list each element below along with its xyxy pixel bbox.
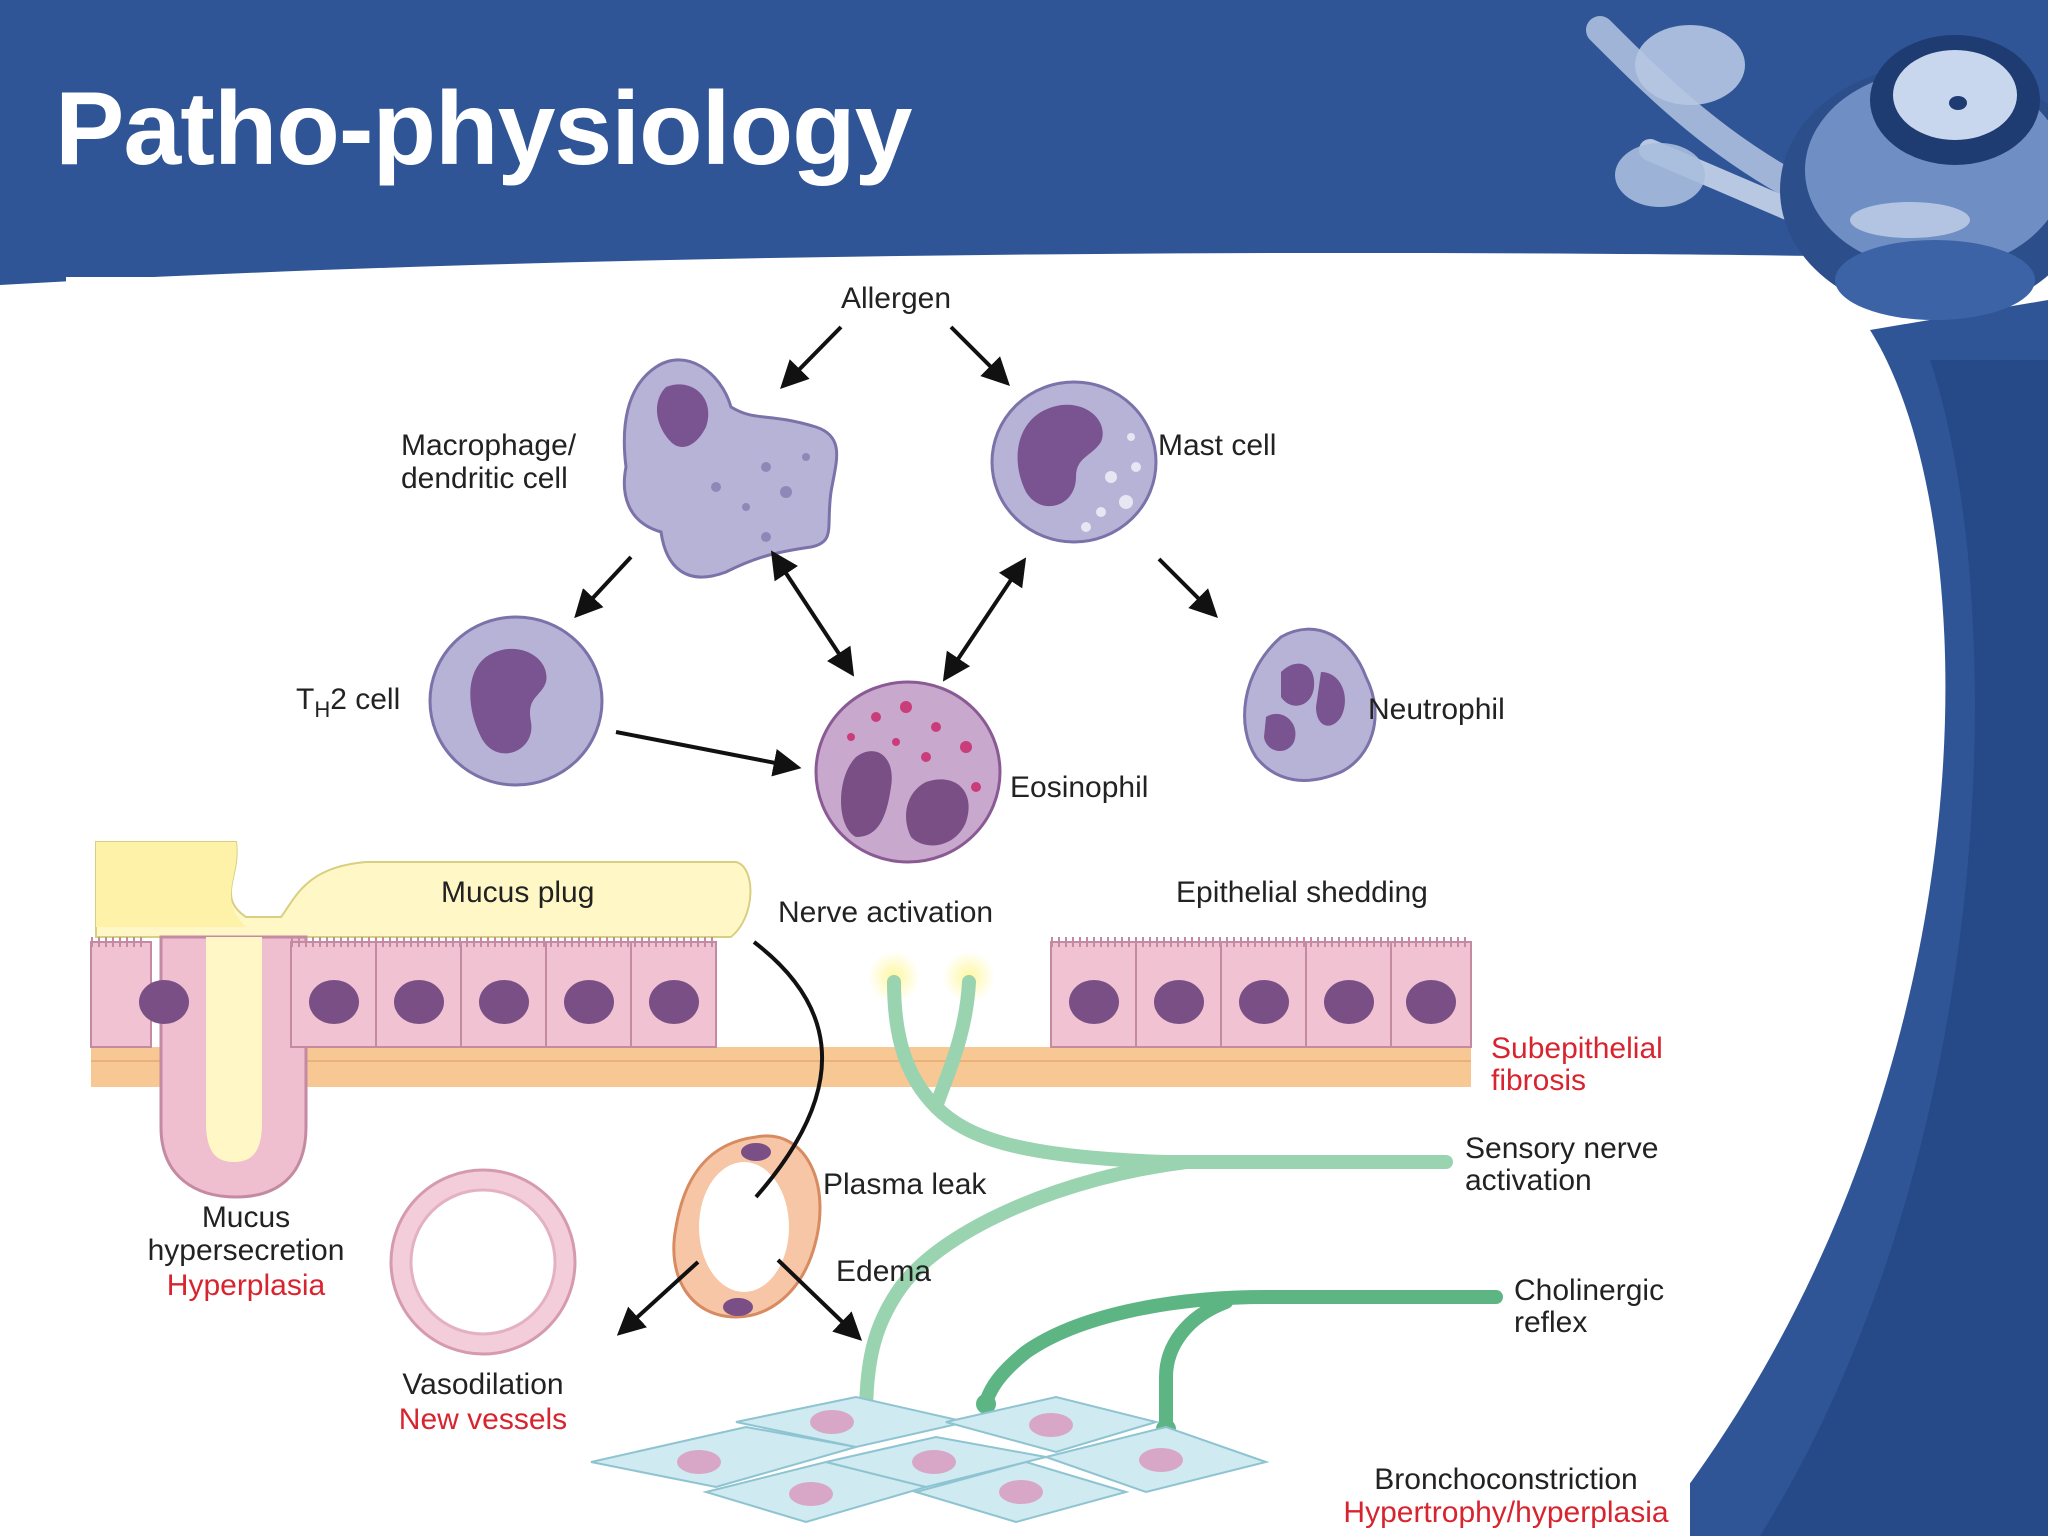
label-eosinophil: Eosinophil	[1010, 771, 1148, 804]
label-new-vessels: New vessels	[399, 1403, 567, 1436]
label-epithelial-shedding: Epithelial shedding	[1176, 876, 1428, 909]
cell-arrows	[574, 325, 1218, 777]
blood-vessel	[389, 1168, 577, 1356]
smooth-muscle-cells	[590, 1395, 1270, 1524]
label-vasodilation: Vasodilation	[402, 1368, 563, 1401]
label-sensory-nerve-2: activation	[1465, 1164, 1592, 1197]
airway-wall	[90, 841, 1503, 1524]
leaky-capillary	[672, 1134, 822, 1319]
label-bronchoconstriction: Bronchoconstriction	[1374, 1463, 1637, 1496]
label-mast-cell: Mast cell	[1158, 429, 1276, 462]
slide-title: Patho-physiology	[55, 71, 912, 187]
label-nerve-activation: Nerve activation	[778, 896, 993, 929]
stethoscope-icon	[1586, 16, 2048, 320]
macrophage-cell	[622, 358, 839, 579]
epithelium-right	[1050, 937, 1472, 1048]
label-mucus-1: Mucus	[202, 1201, 290, 1234]
label-plasma-leak: Plasma leak	[823, 1168, 987, 1201]
label-neutrophil: Neutrophil	[1368, 693, 1505, 726]
eosinophil-cell	[814, 680, 1002, 864]
label-cholinergic-1: Cholinergic	[1514, 1274, 1664, 1307]
label-sensory-nerve-1: Sensory nerve	[1465, 1132, 1658, 1165]
asthma-pathophysiology-figure: Allergen Macrophage/ dendritic cell Mast…	[66, 277, 1690, 1536]
label-mucus-plug: Mucus plug	[441, 876, 594, 909]
label-mucus-2: hypersecretion	[148, 1234, 345, 1267]
label-th2-cell: TH2 cell	[296, 683, 400, 722]
label-subepithelial-fibrosis-1: Subepithelial	[1491, 1032, 1663, 1065]
label-subepithelial-fibrosis-2: fibrosis	[1491, 1064, 1586, 1097]
th2-cell	[428, 615, 604, 787]
mast-cell	[990, 380, 1158, 544]
label-hyperplasia: Hyperplasia	[167, 1269, 326, 1302]
label-macrophage-1: Macrophage/	[401, 429, 577, 462]
label-edema: Edema	[836, 1255, 931, 1288]
label-macrophage-2: dendritic cell	[401, 462, 568, 495]
neutrophil-cell	[1243, 627, 1377, 782]
label-cholinergic-2: reflex	[1514, 1306, 1587, 1339]
label-hypertrophy: Hypertrophy/hyperplasia	[1343, 1496, 1668, 1529]
epithelium-left	[90, 937, 717, 1048]
label-allergen: Allergen	[841, 282, 951, 315]
header-band	[0, 0, 2048, 285]
